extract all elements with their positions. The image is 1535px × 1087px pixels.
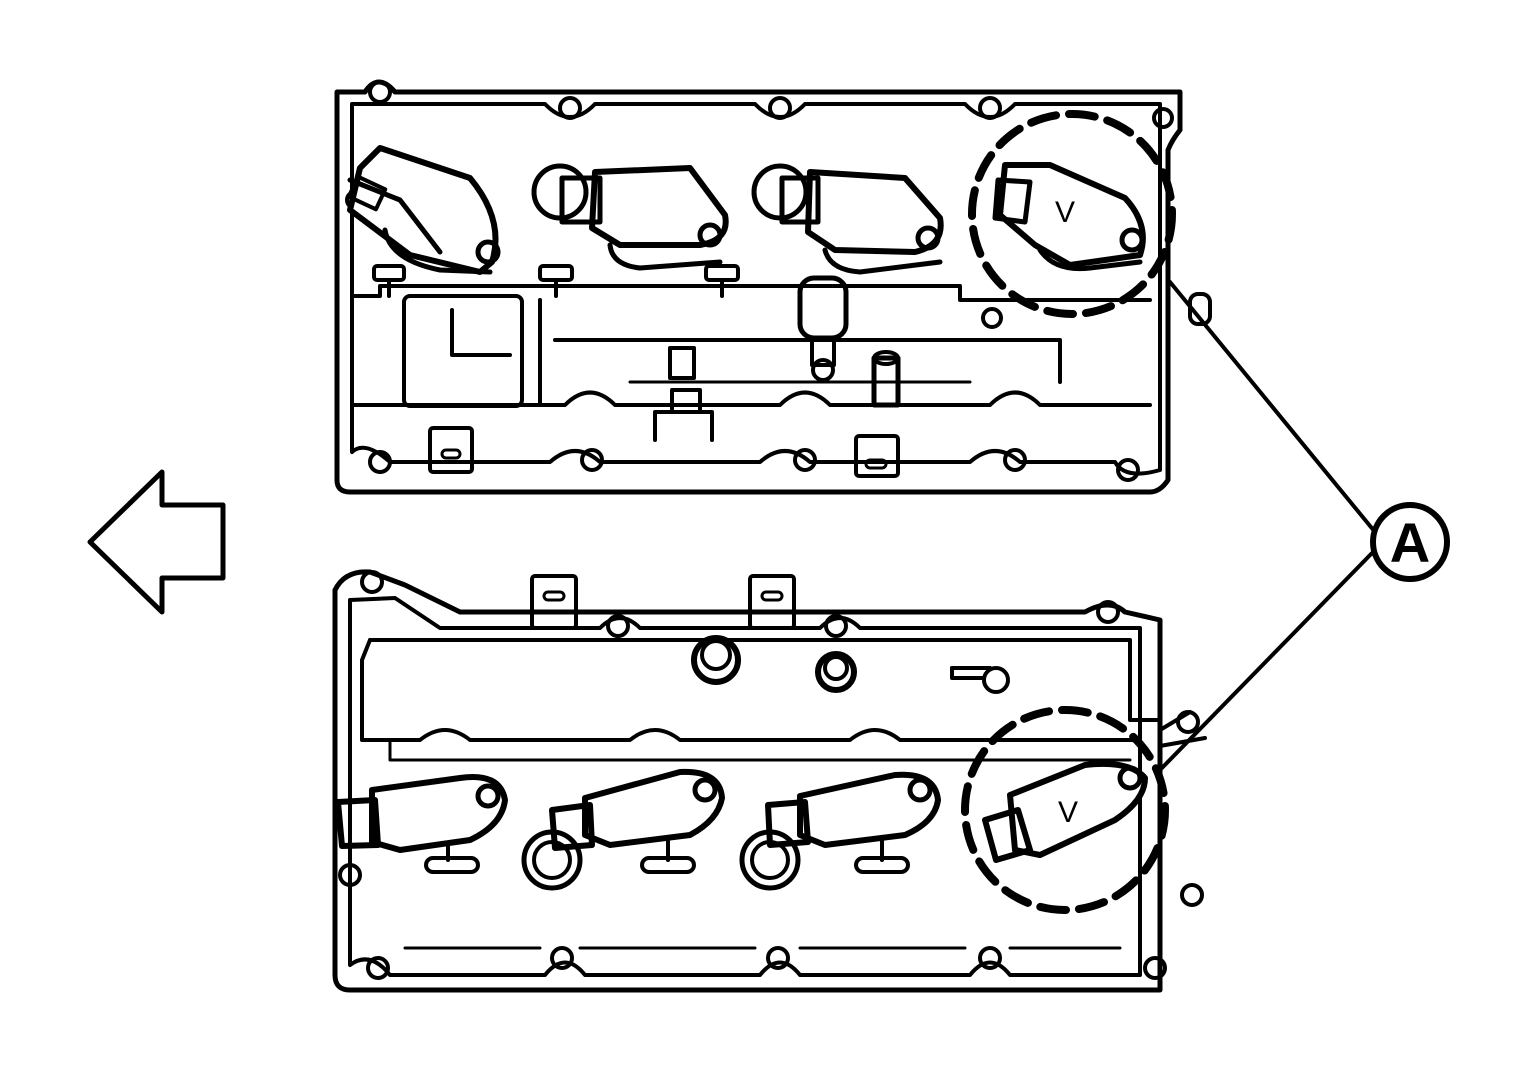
upper-highlight-circle — [968, 110, 1176, 318]
upper-ignition-coil-4: V — [992, 162, 1146, 272]
lower-bolt-holes — [338, 570, 1204, 980]
upper-bolt-holes — [345, 80, 1174, 482]
callout-circle — [1370, 502, 1450, 582]
arrow-left-outline-icon — [87, 469, 226, 615]
lower-ignition-coil-2 — [521, 768, 725, 891]
upper-ignition-coil-1 — [346, 145, 501, 275]
callout-label: A — [1390, 511, 1430, 574]
lower-rocker-cover: V — [332, 569, 1207, 993]
upper-ignition-coil-3 — [751, 163, 944, 275]
lower-ignition-coil-4: V — [982, 760, 1148, 863]
lower-highlight-circle — [961, 706, 1169, 914]
leader-line-upper — [1168, 280, 1377, 534]
upper-rocker-cover: V — [334, 79, 1212, 495]
upper-ignition-coil-2 — [531, 163, 729, 271]
upper-coil-mark: V — [1055, 196, 1075, 229]
leader-line-lower — [1156, 548, 1377, 774]
lower-ignition-coil-1 — [335, 774, 508, 874]
lower-coil-mark: V — [1058, 796, 1078, 829]
callout-a: A — [1156, 280, 1450, 774]
lower-ignition-coil-3 — [739, 771, 941, 891]
